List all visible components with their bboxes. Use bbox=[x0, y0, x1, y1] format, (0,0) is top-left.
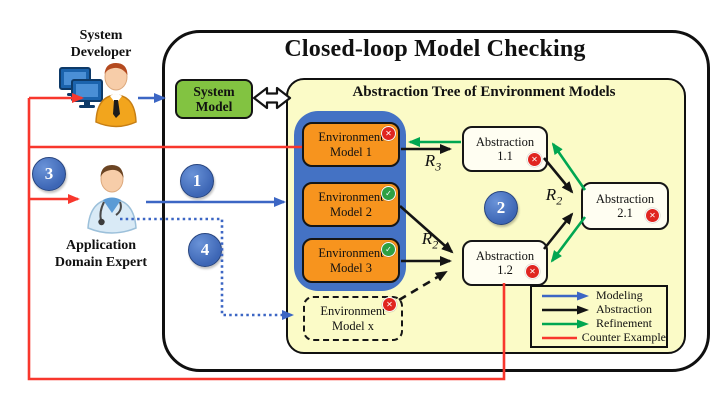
legend-label-refinement: Refinement bbox=[596, 316, 652, 330]
panel-title: Abstraction Tree of Environment Models bbox=[352, 84, 616, 100]
environment-model-1-label-line1: Environment bbox=[318, 130, 384, 144]
step-2-circle: 2 bbox=[484, 191, 518, 225]
application-domain-expert-label-line2: Domain Expert bbox=[54, 254, 148, 270]
relation-r3-label: R3 bbox=[424, 151, 442, 174]
step-3-circle: 3 bbox=[32, 157, 66, 191]
page-title: Closed-loop Model Checking bbox=[284, 36, 586, 62]
abstraction-1-2-label-line2: 1.2 bbox=[497, 263, 513, 277]
application-domain-expert-label: Application Domain Expert bbox=[36, 238, 166, 271]
fail-badge-icon: ✕ bbox=[645, 208, 660, 223]
counter-example-arrow-icon bbox=[542, 336, 577, 339]
environment-model-x-label-line1: Environment bbox=[320, 304, 386, 318]
environment-model-1-label-line2: Model 1 bbox=[329, 144, 372, 159]
fail-badge-icon: ✕ bbox=[381, 126, 396, 141]
fail-badge-icon: ✕ bbox=[525, 264, 540, 279]
abstraction-1-1-box: Abstraction 1.1 ✕ bbox=[462, 126, 548, 172]
developer-icon bbox=[59, 63, 137, 128]
system-developer-label-line1: System bbox=[79, 28, 123, 43]
abstraction-1-2-box: Abstraction 1.2 ✕ bbox=[462, 240, 548, 286]
legend-item-abstraction: Abstraction bbox=[532, 303, 666, 316]
system-developer-label: System Developer bbox=[40, 28, 162, 61]
system-model-label-line1: System bbox=[193, 83, 235, 99]
abstraction-arrow-icon bbox=[542, 305, 589, 314]
legend-label-abstraction: Abstraction bbox=[596, 302, 652, 316]
system-developer-label-line2: Developer bbox=[70, 44, 132, 60]
environment-model-2-label-line1: Environment bbox=[318, 190, 384, 204]
application-domain-expert-label-line1: Application bbox=[65, 238, 136, 253]
abstraction-2-1-label-line2: 2.1 bbox=[617, 206, 633, 220]
legend-item-counter-example: Counter Example bbox=[532, 331, 666, 344]
abstraction-1-2-label-line1: Abstraction bbox=[475, 248, 535, 263]
doctor-icon bbox=[87, 165, 137, 234]
relation-r2-label: R2 bbox=[421, 229, 439, 252]
environment-model-1-box: Environment Model 1 ✕ bbox=[302, 122, 400, 167]
legend-label-modeling: Modeling bbox=[596, 288, 643, 302]
system-model-box: System Model bbox=[175, 79, 253, 119]
relation-r2-label: R2 bbox=[545, 185, 563, 208]
environment-model-2-label-line2: Model 2 bbox=[329, 204, 372, 219]
environment-model-3-label-line2: Model 3 bbox=[329, 260, 372, 275]
legend-label-counter-example: Counter Example bbox=[581, 330, 666, 344]
environment-model-x-box: Environment Model x ✕ bbox=[303, 296, 403, 341]
legend-item-modeling: Modeling bbox=[532, 289, 666, 302]
pass-badge-icon: ✓ bbox=[381, 242, 396, 257]
abstraction-1-1-label-line1: Abstraction bbox=[475, 134, 535, 149]
pass-badge-icon: ✓ bbox=[381, 186, 396, 201]
modeling-arrow-icon bbox=[542, 291, 589, 300]
legend: Modeling Abstraction Refinement Counter … bbox=[530, 285, 668, 348]
abstraction-2-1-label-line1: Abstraction bbox=[595, 191, 655, 206]
step-4-circle: 4 bbox=[188, 233, 222, 267]
abstraction-2-1-box: Abstraction 2.1 ✕ bbox=[581, 182, 669, 230]
step-1-circle: 1 bbox=[180, 164, 214, 198]
legend-item-refinement: Refinement bbox=[532, 317, 666, 330]
abstraction-1-1-label-line2: 1.1 bbox=[497, 149, 513, 163]
environment-model-2-box: Environment Model 2 ✓ bbox=[302, 182, 400, 227]
refinement-arrow-icon bbox=[542, 319, 589, 328]
system-model-label-line2: Model bbox=[195, 99, 233, 114]
fail-badge-icon: ✕ bbox=[527, 152, 542, 167]
environment-model-3-box: Environment Model 3 ✓ bbox=[302, 238, 400, 283]
environment-model-3-label-line1: Environment bbox=[318, 246, 384, 260]
fail-badge-icon: ✕ bbox=[382, 297, 397, 312]
environment-model-x-label-line2: Model x bbox=[331, 318, 374, 333]
